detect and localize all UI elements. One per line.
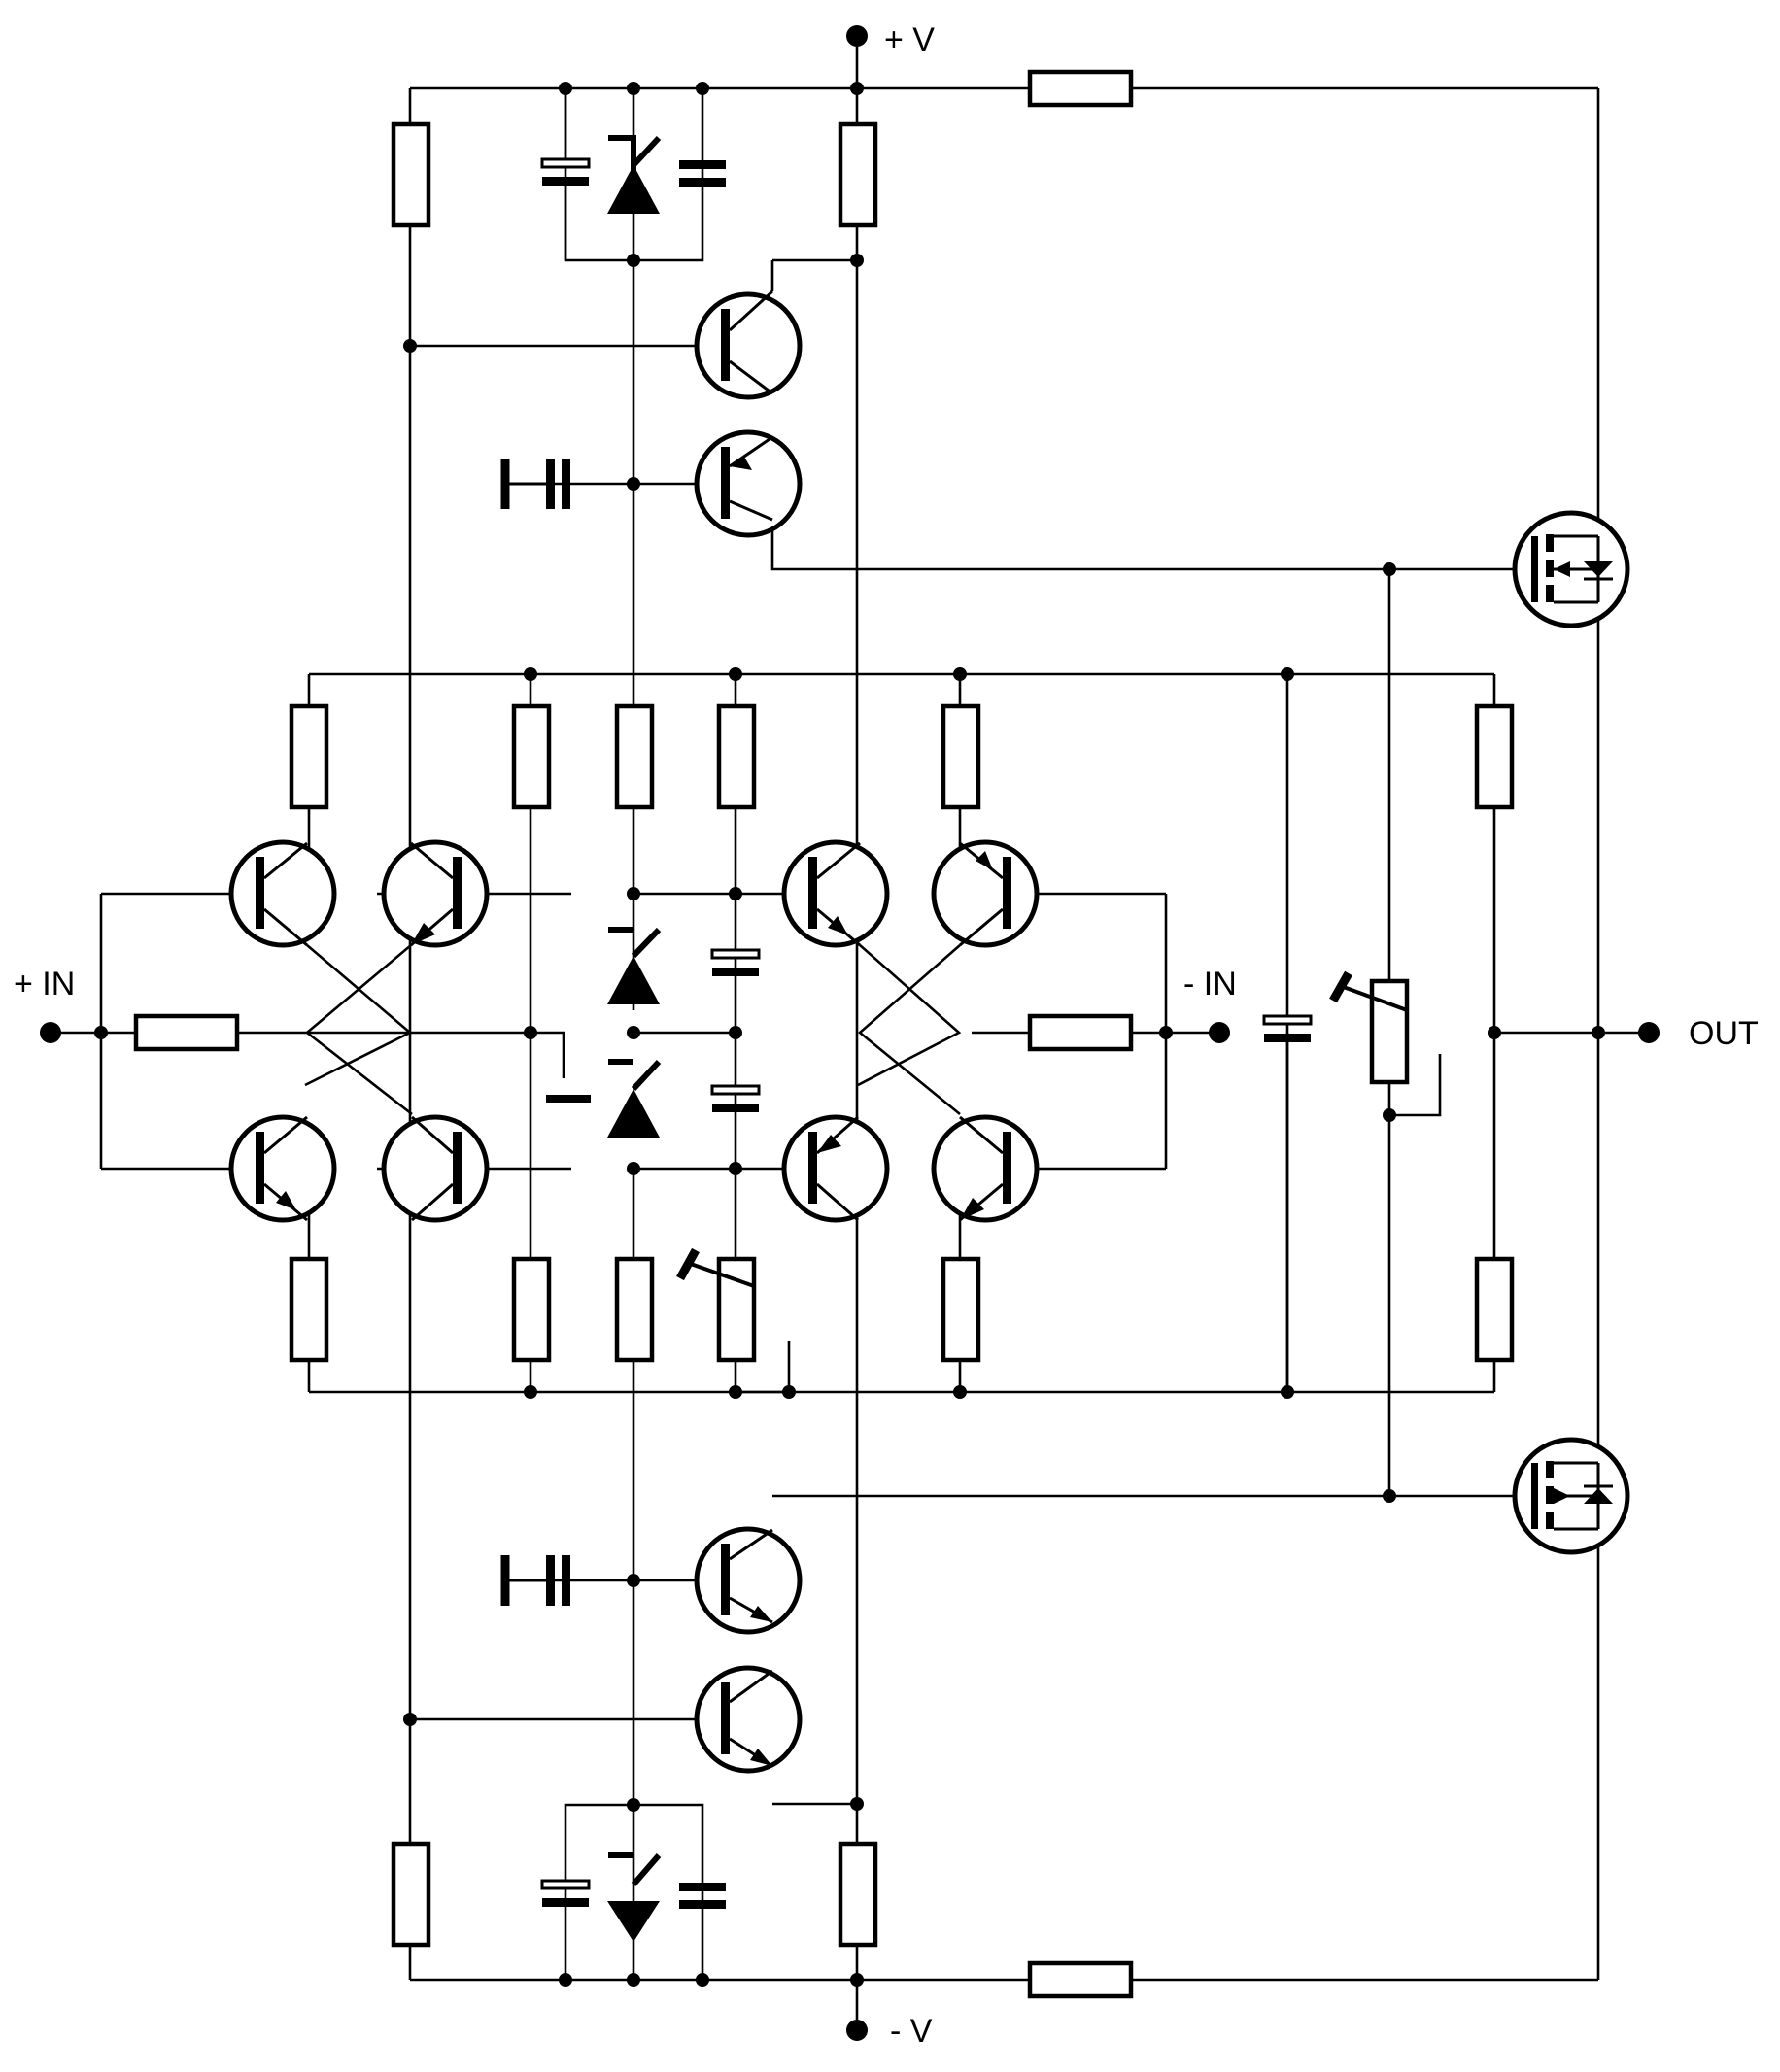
- resistor-r5: [511, 703, 552, 810]
- terminal-in-minus: [1209, 1022, 1230, 1043]
- transistor-vas-bottom-1: [694, 1526, 803, 1635]
- resistor-r15: [941, 1256, 981, 1363]
- label-in-plus: + IN: [14, 966, 75, 1002]
- transistor-in-right-bottom-b: [931, 1114, 1040, 1223]
- capacitor-mid-lower: [710, 1084, 761, 1112]
- resistor-r16: [1474, 1256, 1515, 1363]
- zener-mid-lower: [607, 1059, 662, 1138]
- resistor-r8: [941, 703, 981, 810]
- resistor-r19: [1027, 1960, 1134, 1999]
- resistor-r17: [391, 1841, 431, 1948]
- resistor-r18: [838, 1841, 878, 1948]
- transistor-in-left-bottom-b: [381, 1114, 490, 1223]
- resistor-r9: [1474, 703, 1515, 810]
- wires: [53, 36, 1652, 2030]
- capacitors: [500, 88, 1313, 1909]
- resistor-r13: [511, 1256, 552, 1363]
- terminal-out: [1638, 1022, 1660, 1043]
- terminals: [40, 25, 1660, 2041]
- transistors: [228, 289, 1040, 1774]
- resistor-r14: [614, 1256, 655, 1363]
- resistor-r3: [1027, 69, 1134, 108]
- variable-resistors: [676, 970, 1410, 1363]
- capacitor-bottom: [679, 1883, 726, 1909]
- transistor-in-left-top-b: [381, 839, 490, 948]
- transistor-in-left-bottom-a: [228, 1114, 337, 1223]
- resistors: [133, 69, 1515, 1999]
- mosfet-top: [1512, 510, 1630, 628]
- resistor-r6: [614, 703, 655, 810]
- transistor-in-right-bottom-a: [781, 1114, 890, 1223]
- capacitor-top-electrolytic: [540, 88, 591, 260]
- capacitor-vas-bottom: [500, 1555, 570, 1606]
- transistor-in-left-top-a: [228, 839, 337, 948]
- resistor-r1: [391, 121, 431, 228]
- terminal-in-plus: [40, 1022, 61, 1043]
- zener-mid-upper: [607, 927, 662, 1004]
- transistor-vas-top-1: [694, 289, 803, 400]
- label-v-plus: + V: [884, 21, 935, 58]
- capacitor-right: [1262, 1014, 1313, 1042]
- resistor-r12: [289, 1256, 329, 1363]
- resistor-r4: [289, 703, 329, 810]
- capacitor-mid-upper: [710, 948, 761, 976]
- transistor-vas-bottom-2: [694, 1665, 803, 1774]
- mosfet-bottom: [1512, 1437, 1630, 1555]
- resistor-r11: [1027, 1013, 1134, 1052]
- resistor-r2: [838, 121, 878, 228]
- transistor-in-right-top-b: [931, 839, 1040, 948]
- zener-top: [607, 135, 662, 214]
- label-v-minus: - V: [890, 2013, 933, 2050]
- variable-resistor-bias: [1329, 970, 1410, 1085]
- junction-dots: [94, 82, 1605, 1987]
- transistor-in-right-top-a: [781, 839, 890, 948]
- label-out: OUT: [1689, 1015, 1759, 1052]
- capacitor-vas-top: [500, 459, 570, 509]
- transistor-vas-top-2: [694, 429, 803, 538]
- resistor-r7: [716, 703, 757, 810]
- label-in-minus: - IN: [1183, 966, 1237, 1002]
- variable-resistor-offset: [676, 1247, 757, 1363]
- capacitor-bottom-electrolytic: [540, 1879, 591, 1907]
- labels: + V - V + IN - IN OUT: [14, 21, 1759, 2050]
- terminal-v-minus: [846, 2020, 868, 2041]
- zener-diodes: [607, 135, 662, 1942]
- terminal-v-plus: [846, 25, 868, 47]
- zener-bottom: [607, 1852, 662, 1942]
- mosfets: [1512, 510, 1630, 1555]
- capacitor-top: [679, 160, 726, 187]
- resistor-r10: [133, 1013, 240, 1052]
